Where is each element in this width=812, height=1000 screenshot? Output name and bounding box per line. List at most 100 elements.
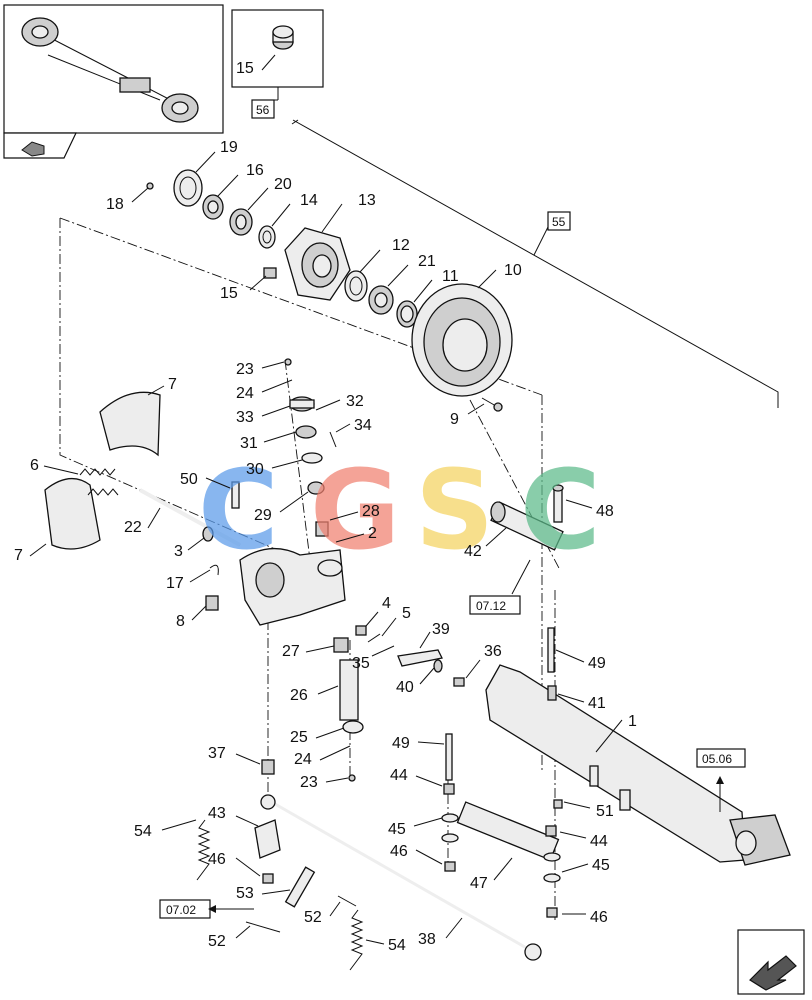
callout-52-left[interactable]: 52: [208, 925, 251, 950]
callout-50[interactable]: 50: [180, 471, 231, 489]
callout-8[interactable]: 8: [176, 605, 207, 630]
callout-21[interactable]: 21: [387, 253, 436, 287]
callout-52-right[interactable]: 52: [304, 901, 341, 926]
callout-47[interactable]: 47: [470, 857, 513, 892]
navigation-tab[interactable]: [3, 132, 77, 159]
steering-cylinder-47: [456, 801, 560, 861]
steering-arm-39: [397, 649, 443, 667]
callout-22[interactable]: 22: [124, 507, 161, 536]
callout-2[interactable]: 2: [335, 525, 377, 543]
callout-45-right[interactable]: 45: [561, 857, 610, 874]
ref-box-05-06[interactable]: 05.06: [696, 748, 746, 812]
callout-41[interactable]: 41: [557, 693, 606, 712]
callout-38[interactable]: 38: [418, 917, 463, 948]
callout-32[interactable]: 32: [315, 393, 364, 411]
callout-44-left[interactable]: 44: [390, 767, 443, 787]
callout-3[interactable]: 3: [174, 537, 205, 560]
callout-35[interactable]: 35: [352, 645, 395, 672]
bushing-44-left: [443, 783, 455, 795]
nut-31: [295, 425, 317, 439]
ref-box-07-02[interactable]: 07.02: [159, 899, 254, 919]
callout-18[interactable]: 18: [106, 187, 149, 213]
svg-text:25: 25: [290, 729, 308, 746]
callout-6[interactable]: 6: [30, 457, 79, 475]
svg-text:2: 2: [368, 525, 377, 542]
ref-box-55[interactable]: 55: [547, 211, 571, 231]
callout-7-lower[interactable]: 7: [14, 543, 47, 564]
callout-43[interactable]: 43: [208, 805, 259, 827]
callout-46-left[interactable]: 46: [390, 843, 443, 865]
ref-box-56[interactable]: 56: [251, 99, 275, 119]
callout-28[interactable]: 28: [329, 503, 380, 521]
callout-51[interactable]: 51: [563, 801, 614, 820]
kingpin-26: [339, 659, 359, 721]
callout-20[interactable]: 20: [247, 176, 292, 211]
callout-15[interactable]: 15: [220, 275, 267, 302]
callout-54-left[interactable]: 54: [134, 819, 197, 840]
watermark-letter-s: S: [415, 446, 494, 574]
callout-17[interactable]: 17: [166, 569, 211, 592]
svg-text:48: 48: [596, 503, 614, 520]
callout-30[interactable]: 30: [246, 459, 303, 478]
tie-rod-38: [260, 794, 542, 961]
callout-45-left[interactable]: 45: [388, 817, 443, 838]
detail-box-15: [231, 9, 324, 101]
callout-26[interactable]: 26: [290, 685, 339, 704]
callout-23-bottom[interactable]: 23: [300, 774, 349, 791]
callout-1[interactable]: 1: [595, 713, 637, 753]
callout-49-lower[interactable]: 49: [392, 735, 445, 752]
svg-text:05.06: 05.06: [702, 752, 732, 766]
bolt-49-top: [547, 627, 555, 673]
callout-16[interactable]: 16: [217, 162, 264, 197]
svg-text:47: 47: [470, 875, 488, 892]
callout-12[interactable]: 12: [359, 237, 410, 273]
callout-53[interactable]: 53: [236, 885, 291, 902]
callout-46-bracket[interactable]: 46: [208, 851, 261, 877]
callout-7-upper[interactable]: 7: [147, 376, 177, 396]
callout-5[interactable]: 5: [381, 605, 411, 637]
axle-thumbnail[interactable]: [3, 4, 224, 134]
callout-15-box[interactable]: 15: [236, 60, 254, 77]
svg-text:52: 52: [304, 909, 322, 926]
pin-50: [231, 481, 240, 509]
callout-23-top[interactable]: 23: [236, 361, 285, 378]
svg-text:43: 43: [208, 805, 226, 822]
callout-24-bottom[interactable]: 24: [294, 745, 351, 768]
callout-25[interactable]: 25: [290, 727, 345, 746]
callout-33[interactable]: 33: [236, 405, 291, 426]
svg-text:32: 32: [346, 393, 364, 410]
svg-text:3: 3: [174, 543, 183, 560]
callout-29[interactable]: 29: [254, 491, 309, 524]
callout-10[interactable]: 10: [477, 262, 522, 289]
callout-37[interactable]: 37: [208, 745, 261, 765]
ring-30: [301, 452, 323, 464]
bracket-43: [254, 819, 281, 859]
callout-34[interactable]: 34: [335, 417, 372, 434]
callout-54-right[interactable]: 54: [365, 937, 406, 954]
svg-text:17: 17: [166, 575, 184, 592]
callout-39[interactable]: 39: [419, 621, 450, 649]
callout-46-right[interactable]: 46: [562, 909, 608, 926]
callout-40[interactable]: 40: [396, 667, 435, 696]
svg-text:4: 4: [382, 595, 391, 612]
callout-48[interactable]: 48: [565, 499, 614, 520]
callout-14[interactable]: 14: [271, 192, 318, 227]
ref-box-07-12[interactable]: 07.12: [469, 559, 531, 615]
svg-text:15: 15: [236, 60, 254, 77]
nut-46-bracket: [262, 873, 274, 884]
callout-13[interactable]: 13: [321, 192, 376, 233]
svg-text:49: 49: [392, 735, 410, 752]
callout-42[interactable]: 42: [464, 527, 507, 560]
knuckle-2: [239, 547, 346, 626]
callout-44-right[interactable]: 44: [559, 831, 608, 850]
callout-36[interactable]: 36: [465, 643, 502, 679]
callout-24-top[interactable]: 24: [236, 379, 293, 402]
callout-49-top[interactable]: 49: [555, 649, 606, 672]
callout-9[interactable]: 9: [450, 403, 485, 428]
callout-31[interactable]: 31: [240, 431, 297, 452]
callout-19[interactable]: 19: [195, 139, 238, 173]
next-view-button[interactable]: [737, 929, 805, 995]
callout-11[interactable]: 11: [413, 268, 459, 303]
callout-27[interactable]: 27: [282, 643, 335, 660]
callout-4[interactable]: 4: [365, 595, 391, 627]
